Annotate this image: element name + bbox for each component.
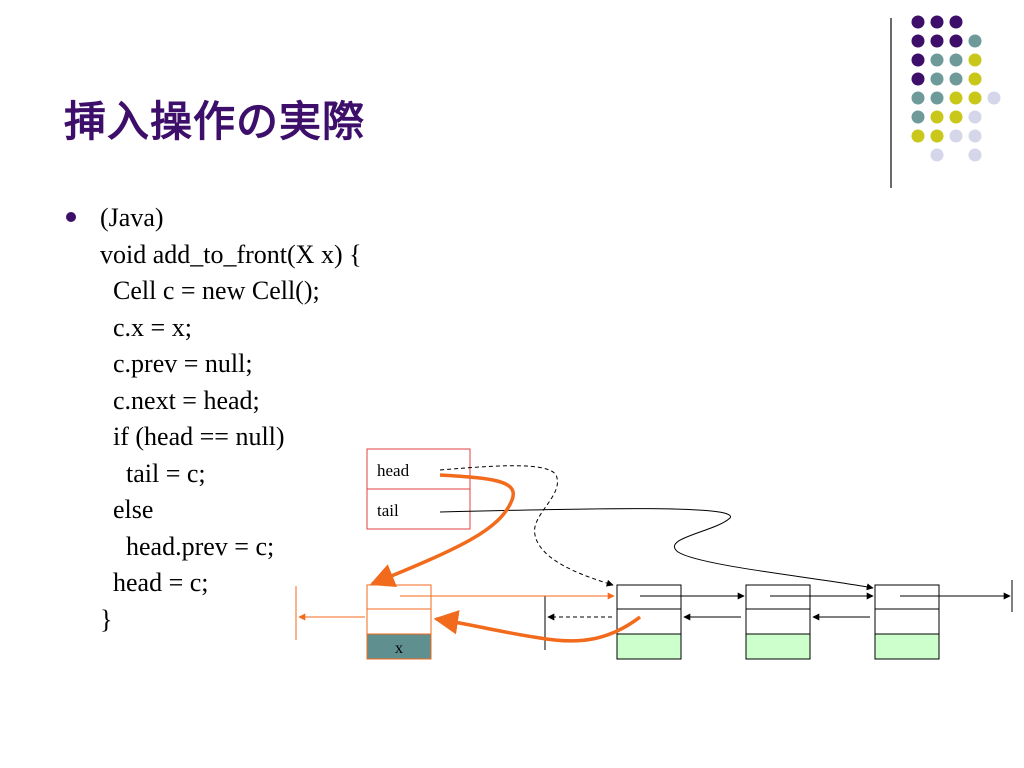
code-line: } — [100, 604, 113, 634]
new-head-pointer-arrow — [369, 473, 515, 587]
list-cell — [874, 584, 940, 660]
decorative-dot — [911, 53, 925, 67]
decorative-dot — [930, 15, 944, 29]
code-line: c.x = x; — [100, 312, 192, 342]
code-line: head.prev = c; — [100, 531, 275, 561]
code-line: tail = c; — [100, 458, 206, 488]
decorative-dot — [968, 34, 982, 48]
new-cell-value: x — [395, 640, 403, 657]
code-line: head = c; — [100, 568, 209, 597]
decorative-dot — [911, 34, 925, 48]
decorative-dot — [911, 15, 925, 29]
decorative-dot — [968, 72, 982, 86]
code-line: void add_to_front(X x) { — [100, 239, 362, 269]
decorative-dot — [911, 110, 925, 124]
list-cell — [745, 584, 811, 660]
decorative-dot — [949, 53, 963, 67]
decorative-dot — [930, 53, 944, 67]
decorative-dot — [968, 91, 982, 105]
code-line: c.prev = null; — [100, 349, 253, 378]
decorative-dot — [949, 34, 963, 48]
code-block: (Java) void add_to_front(X x) { Cell c =… — [100, 200, 362, 638]
decorative-dot — [911, 72, 925, 86]
decorative-dot — [930, 129, 944, 143]
divider-line — [890, 18, 892, 188]
decorative-dot — [930, 34, 944, 48]
list-cell — [616, 584, 682, 660]
code-line: (Java) — [100, 203, 164, 232]
decorative-dot — [968, 110, 982, 124]
decorative-dot — [930, 110, 944, 124]
tail-label: tail — [377, 501, 399, 520]
decorative-dot — [987, 91, 1001, 105]
decorative-dot — [930, 72, 944, 86]
slide-title: 挿入操作の実際 — [64, 97, 366, 146]
decorative-dot — [930, 148, 944, 162]
code-line: if (head == null) — [100, 422, 285, 451]
decorative-dot — [911, 129, 925, 143]
head-label: head — [377, 461, 410, 480]
code-line: c.next = head; — [100, 385, 260, 415]
bullet-dot — [66, 212, 76, 222]
decorative-dot — [968, 129, 982, 143]
code-line: Cell c = new Cell(); — [100, 276, 320, 305]
head-tail-box: head tail — [366, 448, 471, 530]
decorative-dot — [949, 129, 963, 143]
decorative-dot-grid — [911, 15, 1001, 162]
decorative-dot — [949, 15, 963, 29]
head-prev-arrow — [433, 610, 642, 643]
decorative-dot — [949, 91, 963, 105]
decorative-dot — [949, 110, 963, 124]
decorative-dot — [930, 91, 944, 105]
decorative-dot — [968, 148, 982, 162]
decorative-dot — [949, 72, 963, 86]
new-cell: x — [366, 584, 432, 660]
code-line: else — [100, 495, 154, 524]
decorative-dot — [911, 91, 925, 105]
decorative-dot — [968, 53, 982, 67]
tail-pointer-arrow — [439, 508, 874, 591]
old-head-pointer-arrow — [439, 465, 614, 587]
